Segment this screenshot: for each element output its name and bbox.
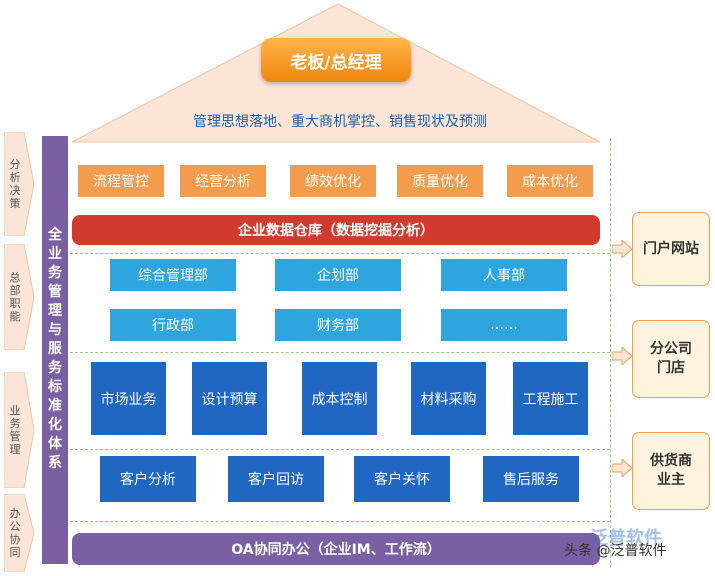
department-item: 行政部 xyxy=(110,309,236,341)
char: 务 xyxy=(9,417,21,430)
char: 业 xyxy=(48,246,62,262)
decision-item: 经营分析 xyxy=(180,165,266,197)
left-label-analysis: 分 析 决 策 xyxy=(4,132,34,236)
business-item: 成本控制 xyxy=(302,362,377,435)
char: 总 xyxy=(9,271,21,284)
char: 分 xyxy=(9,158,21,171)
char: 全 xyxy=(48,227,62,243)
business-item: 市场业务 xyxy=(91,362,166,435)
char: 办 xyxy=(9,507,21,520)
business-item: 工程施工 xyxy=(513,362,588,435)
char: 理 xyxy=(9,443,21,456)
left-label-departments: 总 部 职 能 xyxy=(4,244,34,350)
arrow-right-icon xyxy=(612,240,632,258)
boss-box: 老板/总经理 xyxy=(261,38,411,82)
char: 化 xyxy=(48,417,62,433)
department-item: …… xyxy=(441,309,567,341)
char: 管 xyxy=(9,430,21,443)
decision-item: 流程管控 xyxy=(78,165,164,197)
char: 协 xyxy=(9,533,21,546)
portal-site-box: 门户网站 xyxy=(632,212,710,286)
customer-item: 客户分析 xyxy=(100,456,196,502)
watermark-logo: 泛普软件 xyxy=(590,528,662,549)
department-item: 人事部 xyxy=(441,259,567,291)
customer-item: 售后服务 xyxy=(483,456,579,502)
right-separator-line xyxy=(610,138,611,568)
separator-line xyxy=(70,253,610,254)
business-item: 材料采购 xyxy=(411,362,486,435)
char: 务 xyxy=(48,360,62,376)
char: 标 xyxy=(48,379,62,395)
char: 策 xyxy=(9,197,21,210)
business-item: 设计预算 xyxy=(192,362,267,435)
char: 部 xyxy=(9,284,21,297)
department-item: 企划部 xyxy=(275,259,401,291)
char: 职 xyxy=(9,297,21,310)
department-item: 财务部 xyxy=(275,309,401,341)
branch-store-box: 分公司 门店 xyxy=(632,320,710,398)
data-warehouse-bar: 企业数据仓库（数据挖掘分析） xyxy=(72,215,600,245)
char: 公 xyxy=(9,520,21,533)
char: 能 xyxy=(9,310,21,323)
supplier-owner-box: 供货商 业主 xyxy=(632,432,710,510)
department-item: 综合管理部 xyxy=(110,259,236,291)
decision-item: 绩效优化 xyxy=(290,165,376,197)
customer-item: 客户关怀 xyxy=(354,456,450,502)
watermark-caption: 头条 @泛普软件 xyxy=(564,543,667,559)
decision-item: 成本优化 xyxy=(507,165,593,197)
char: 服 xyxy=(48,341,62,357)
char: 析 xyxy=(9,171,21,184)
char: 与 xyxy=(48,322,62,338)
char: 业 xyxy=(9,404,21,417)
separator-line xyxy=(70,449,610,450)
char: 管 xyxy=(48,284,62,300)
char: 准 xyxy=(48,398,62,414)
separator-line xyxy=(70,352,610,353)
arrow-right-icon xyxy=(612,459,632,477)
standardization-system-bar: 全 业 务 管 理 与 服 务 标 准 化 体 系 xyxy=(42,136,68,564)
customer-item: 客户回访 xyxy=(228,456,324,502)
separator-line xyxy=(70,521,610,522)
left-label-business: 业 务 管 理 xyxy=(4,372,34,488)
roof-subtitle: 管理思想落地、重大商机掌控、销售现状及预测 xyxy=(193,114,487,130)
decision-item: 质量优化 xyxy=(397,165,483,197)
standardization-system-label: 全 业 务 管 理 与 服 务 标 准 化 体 系 xyxy=(42,226,68,473)
char: 理 xyxy=(48,303,62,319)
left-label-office: 办 公 协 同 xyxy=(4,494,34,572)
char: 体 xyxy=(48,436,62,452)
char: 同 xyxy=(9,546,21,559)
char: 决 xyxy=(9,184,21,197)
char: 务 xyxy=(48,265,62,281)
char: 系 xyxy=(48,455,62,471)
oa-collaboration-bar: OA协同办公（企业IM、工作流） xyxy=(72,533,600,565)
arrow-right-icon xyxy=(612,347,632,365)
